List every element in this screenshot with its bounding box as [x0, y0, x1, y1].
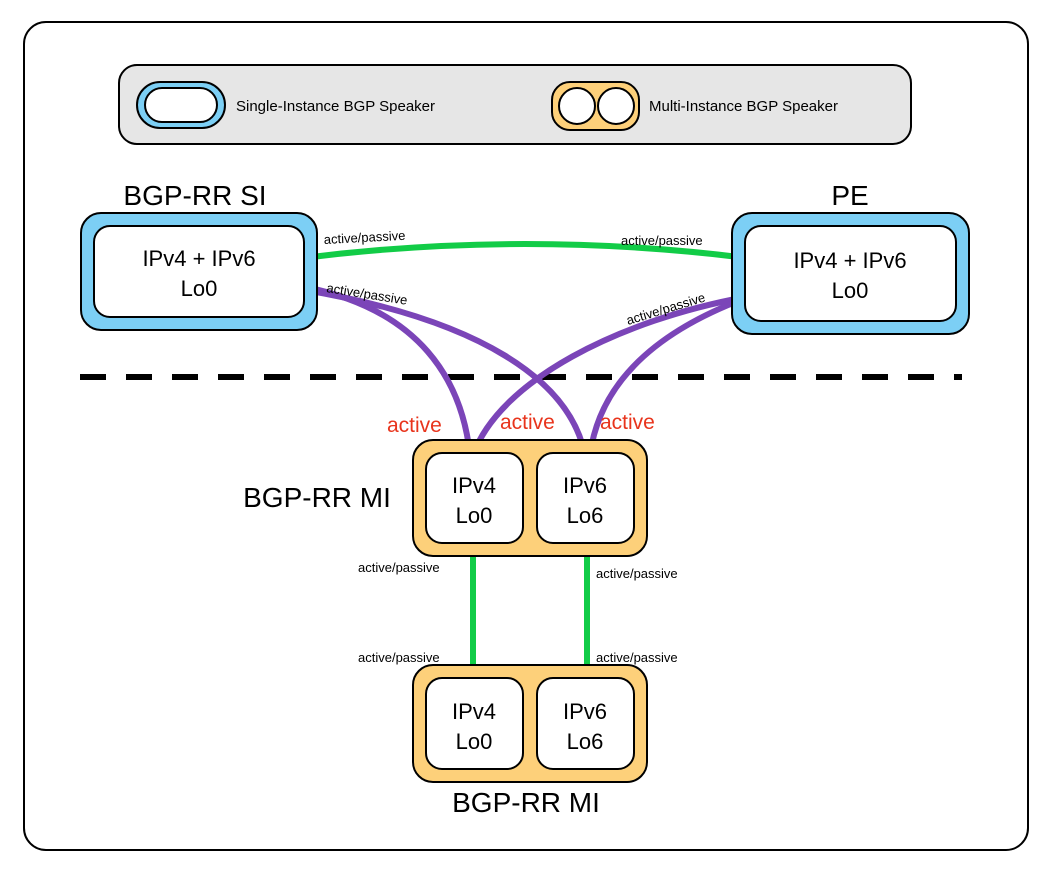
- ipv4-line2: Lo0: [456, 729, 493, 754]
- link-si-pe: [302, 241, 748, 261]
- node-bgp-rr-mi-top: BGP-RR MI IPv4 Lo0 IPv6 Lo6: [243, 439, 648, 557]
- node-title: BGP-RR SI: [123, 180, 266, 211]
- ipv6-line1: IPv6: [563, 473, 607, 498]
- connections: [302, 241, 748, 680]
- node-title: PE: [831, 180, 868, 211]
- legend-single-icon: [136, 81, 226, 129]
- node-line2: Lo0: [832, 278, 869, 303]
- link-si-mi-v6: [304, 287, 588, 456]
- node-line1: IPv4 + IPv6: [793, 248, 906, 273]
- node-title: BGP-RR MI: [452, 787, 600, 818]
- edge-label-si-pe-left: active/passive: [323, 228, 405, 247]
- edge-label-mi-v6-top: active/passive: [596, 566, 678, 581]
- node-title: BGP-RR MI: [243, 482, 391, 513]
- node-line2: Lo0: [181, 276, 218, 301]
- ipv6-line2: Lo6: [567, 729, 604, 754]
- instance-ipv6: [536, 677, 635, 770]
- legend-multi-icon: [551, 81, 640, 131]
- active-label-1: active: [387, 414, 442, 437]
- edge-label-si-pe-right: active/passive: [621, 233, 703, 248]
- legend-multi-label: Multi-Instance BGP Speaker: [649, 98, 838, 115]
- instance-ipv4: [425, 452, 524, 544]
- edge-label-mi-v6-bottom: active/passive: [596, 650, 678, 665]
- node-bgp-rr-si: BGP-RR SI IPv4 + IPv6 Lo0: [80, 180, 318, 331]
- legend: Single-Instance BGP Speaker Multi-Instan…: [118, 64, 912, 145]
- link-pe-mi-v4: [470, 294, 747, 457]
- instance-ipv6: [536, 452, 635, 544]
- ipv4-line1: IPv4: [452, 473, 496, 498]
- active-label-3: active: [600, 411, 655, 434]
- ipv4-line2: Lo0: [456, 503, 493, 528]
- instance-ipv4: [425, 677, 524, 770]
- ipv6-line1: IPv6: [563, 699, 607, 724]
- ipv4-line1: IPv4: [452, 699, 496, 724]
- node-line1: IPv4 + IPv6: [142, 246, 255, 271]
- ipv6-line2: Lo6: [567, 503, 604, 528]
- edge-label-mi-v4-bottom: active/passive: [358, 650, 440, 665]
- legend-single-label: Single-Instance BGP Speaker: [236, 98, 435, 115]
- link-pe-mi-v6: [587, 295, 748, 456]
- node-bgp-rr-mi-bottom: IPv4 Lo0 IPv6 Lo6 BGP-RR MI: [412, 664, 648, 818]
- active-label-2: active: [500, 411, 555, 434]
- node-pe: PE IPv4 + IPv6 Lo0: [731, 180, 970, 335]
- edge-label-mi-v4-top: active/passive: [358, 560, 440, 575]
- legend-box: [118, 64, 912, 145]
